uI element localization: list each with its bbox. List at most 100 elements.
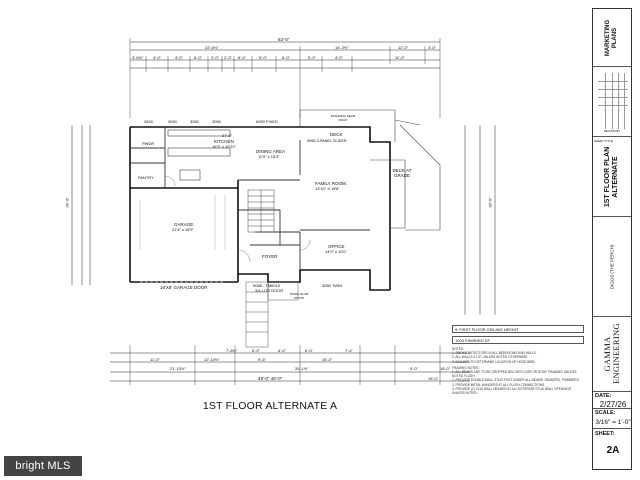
dim-bottom-1c: 9'-6": [258, 357, 266, 362]
sheet-label: SHEET:: [595, 431, 615, 437]
dim-top-2c: 4'-0": [175, 55, 183, 60]
ceiling-height-note: 9' FIRST FLOOR CEILING HEIGHT: [452, 325, 584, 333]
garage-door-label: 16'X8' GARAGE DOOR: [160, 285, 208, 290]
dim-top-total: 63'-0": [278, 37, 290, 42]
general-notes: NOTES: 1. SMOKE DETECTORS IN ALL BEDROOM…: [452, 347, 584, 395]
scale-label: SCALE:: [595, 410, 616, 416]
sheet-plan-title: 1ST FLOOR PLAN ALTERNATE: [604, 146, 619, 207]
window-tag-5: 6050 FIXED: [256, 119, 278, 124]
room-kitchen: KITCHEN: [214, 139, 234, 144]
framing-heading: FRAMING NOTES:: [452, 365, 480, 370]
dim-left-total: 36'-0": [64, 197, 70, 208]
note-line: 2. ALL WALLS 3 1/2" UNLESS NOTED OTHERWI…: [452, 355, 529, 360]
note-line: 1. SMOKE DETECTORS IN ALL BEDROOMS AND H…: [452, 351, 537, 356]
room-deck-grade: DECK AT GRADE: [392, 168, 412, 178]
dim-bottom-2c: 15'-0": [428, 376, 439, 381]
dim-bottom-total: 48'-0" 48'-0": [258, 376, 283, 381]
revisions-label: REVISIONS: [603, 129, 621, 133]
room-deck: DECK: [330, 132, 343, 137]
tb-client-cell: DIGGS (THE PERCH): [593, 217, 631, 317]
dim-top-2i: 6'-0": [282, 55, 290, 60]
floor-plan-drawing: [71, 38, 496, 385]
tb-marketing-cell: MARKETING PLANS: [593, 9, 631, 67]
room-dining-size: 11'5" x 13'3": [258, 154, 280, 159]
sheet-number: 2A: [606, 445, 620, 456]
tb-scale-cell: SCALE: 3/16" = 1'-0": [593, 409, 631, 429]
slab-stoop: PAVED SLAB STOOP: [289, 292, 309, 300]
dim-top-2b: 4'-0": [153, 55, 161, 60]
slider-label: 9068 3-PANEL SLIDER: [307, 139, 347, 143]
dim-bottom-3f: 5'-0": [410, 366, 418, 371]
dim-bottom-1a: 11'-0": [150, 357, 160, 362]
dim-bottom-3a: 7'-8½": [226, 348, 238, 353]
foyer-door-2: 3/4 LITE DOOR: [255, 288, 284, 293]
dim-bottom-2a: 21'-10½": [170, 366, 186, 371]
window-tag-3: 3050: [190, 119, 199, 124]
dim-top-1d: 3'-0": [428, 45, 436, 50]
room-kitchen-size: 16'3" x 10'10": [212, 144, 237, 149]
dim-bottom-3e: 7'-4": [345, 348, 353, 353]
window-tag-4: 3050: [212, 119, 221, 124]
dim-top-1b: 14'-3½": [335, 45, 349, 50]
dim-top-1c: 12'-0": [398, 45, 409, 50]
dim-top-2d: 6'-0": [194, 55, 202, 60]
tb-date-cell: DATE: 2/27/26: [593, 392, 631, 409]
twin-window: 3050 TWIN: [322, 283, 343, 288]
window-tag-1: 2840: [144, 119, 153, 124]
room-office-size: 14'0" x 10'0": [325, 249, 347, 254]
dim-bottom-3g: 18'-0": [440, 366, 451, 371]
date-label: DATE:: [595, 393, 612, 399]
dim-top-2a: 3'-6½": [132, 55, 144, 60]
note-line: 3. BUILDER TO DETERMINE LOCATION OF HOSE…: [452, 359, 536, 364]
room-garage: GARAGE: [174, 222, 194, 227]
room-foyer: FOYER: [262, 254, 278, 259]
sheet-title-label: SHEET TITLE: [594, 139, 613, 143]
revisions-table: [598, 73, 628, 129]
dim-bottom-3c: 6'-0": [278, 348, 286, 353]
dim-top-2k: 4'-0": [335, 55, 343, 60]
dim-bottom-1b: 12'-10½": [204, 357, 220, 362]
dim-top-2l: 11'-0": [395, 55, 405, 60]
dim-bottom-1d: 16'-4": [322, 357, 333, 362]
dim-bottom-2b: 26'-1½": [295, 366, 309, 371]
room-pantry: PANTRY: [138, 175, 154, 180]
standing-seam-note: STANDING SEAM ROOF: [330, 114, 356, 122]
dim-right-total: 36'-0": [487, 197, 493, 208]
room-pwdr: PWDR: [142, 141, 155, 146]
foyer-door: 9068 - TM6010: [253, 283, 281, 288]
room-family: FAMILY ROOM: [315, 181, 346, 186]
dim-top-2h: 5'-0": [259, 55, 267, 60]
plan-title: 1ST FLOOR ALTERNATE A: [202, 400, 338, 412]
dim-bottom-3d: 6'-0": [305, 348, 313, 353]
room-family-size: 13'10" X 18'8": [315, 186, 340, 191]
dim-top-2j: 5'-0": [308, 55, 316, 60]
client-name: DIGGS (THE PERCH): [609, 244, 615, 289]
firm-name: GAMMA ENGINEERING: [602, 323, 621, 384]
framing-line: 2. PROVIDE DOUBLE WALL STUD POST UNDER A…: [452, 378, 580, 383]
finished-sf-note: 1004 FINISHED SF: [452, 336, 584, 344]
tb-sheet-title-cell: 1ST FLOOR PLAN ALTERNATE SHEET TITLE: [593, 137, 631, 217]
tb-sheet-cell: SHEET: 2A: [593, 429, 631, 469]
framing-line: 1. ALL BEAMS ARE TO BE DROPPED BELOW FLO…: [452, 370, 577, 379]
room-office: OFFICE: [328, 244, 345, 249]
framing-line: 4. PROVIDE (2) 2X10 WALL HEADER AT ALL E…: [452, 386, 572, 396]
notes-heading: NOTES:: [452, 347, 464, 351]
notes-block: 9' FIRST FLOOR CEILING HEIGHT 1004 FINIS…: [452, 325, 584, 395]
mls-watermark: bright MLS: [4, 456, 82, 476]
room-garage-size: 21'4" x 16'5": [172, 227, 194, 232]
dim-top-1a: 22'-6½": [205, 45, 219, 50]
dim-top-2g: 6'-0": [238, 55, 246, 60]
tb-revisions-cell: REVISIONS: [593, 67, 631, 137]
room-kitchen-dim: 27'-8": [222, 133, 233, 138]
framing-line: 3. PROVIDE METAL HANGERS AT ALL FLUSH CO…: [452, 382, 546, 387]
title-block: MARKETING PLANS REVISIONS 1ST FLOOR PLAN…: [592, 8, 632, 470]
dim-top-2f: 2'-0": [224, 55, 232, 60]
room-dining: DINING AREA: [256, 149, 286, 154]
dim-bottom-3b: 6'-0": [252, 348, 260, 353]
marketing-plans-label: MARKETING PLANS: [605, 19, 618, 56]
dim-top-2e: 2'-0": [211, 55, 219, 60]
date-value: 2/27/26: [599, 400, 627, 409]
drawing-labels: 63'-0" 22'-6½" 14'-3½" 12'-0" 3'-0" 3'-6…: [64, 37, 493, 381]
scale-value: 3/16" = 1'-0": [595, 419, 631, 426]
